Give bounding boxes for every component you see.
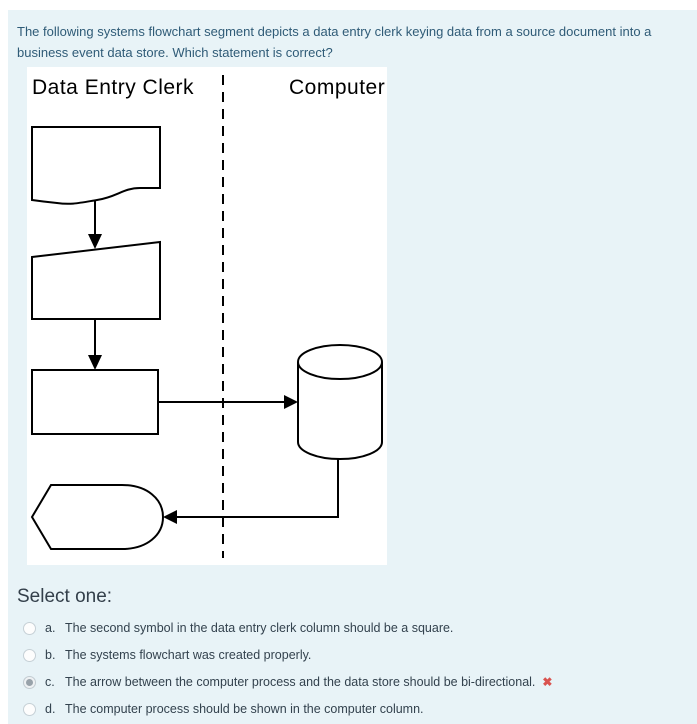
select-one-prompt: Select one:: [17, 586, 113, 608]
incorrect-icon: ✖: [542, 675, 553, 690]
question-panel: The following systems flowchart segment …: [8, 10, 697, 724]
manual-input-symbol: [31, 240, 161, 321]
option-c-radio[interactable]: [23, 675, 36, 689]
option-d-label[interactable]: The computer process should be shown in …: [65, 702, 424, 717]
option-a-letter: a.: [45, 621, 56, 636]
question-text: The following systems flowchart segment …: [17, 24, 652, 61]
process-symbol: [31, 369, 159, 436]
option-d-radio[interactable]: [23, 702, 36, 716]
wire-datastore-to-display: [177, 459, 339, 519]
display-symbol: [30, 484, 165, 551]
arrowhead-down-1-icon: [88, 234, 102, 250]
option-row-b[interactable]: b. The systems flowchart was created pro…: [8, 646, 697, 664]
options-list: a. The second symbol in the data entry c…: [8, 619, 697, 718]
flowchart-image: Data Entry Clerk Computer: [27, 67, 387, 566]
column-label-clerk: Data Entry Clerk: [32, 76, 194, 99]
arrowhead-left-icon: [163, 510, 177, 525]
option-a-label[interactable]: The second symbol in the data entry cler…: [65, 621, 454, 636]
option-b-radio[interactable]: [23, 648, 36, 662]
datastore-body: [297, 362, 383, 461]
option-row-d[interactable]: d. The computer process should be shown …: [8, 700, 697, 718]
column-label-computer: Computer: [289, 76, 385, 99]
document-symbol: [31, 126, 161, 205]
option-b-label[interactable]: The systems flowchart was created proper…: [65, 648, 312, 663]
option-a-radio[interactable]: [23, 621, 36, 635]
option-d-letter: d.: [45, 702, 56, 717]
option-c-label[interactable]: The arrow between the computer process a…: [65, 675, 536, 690]
flowchart-svg: Data Entry Clerk Computer: [30, 75, 385, 559]
option-b-letter: b.: [45, 648, 56, 663]
datastore-symbol: [297, 344, 383, 381]
option-c-letter: c.: [45, 675, 55, 690]
option-row-a[interactable]: a. The second symbol in the data entry c…: [8, 619, 697, 637]
arrowhead-right-icon: [284, 395, 298, 410]
arrowhead-down-2-icon: [88, 355, 102, 371]
option-row-c[interactable]: c. The arrow between the computer proces…: [8, 673, 697, 691]
